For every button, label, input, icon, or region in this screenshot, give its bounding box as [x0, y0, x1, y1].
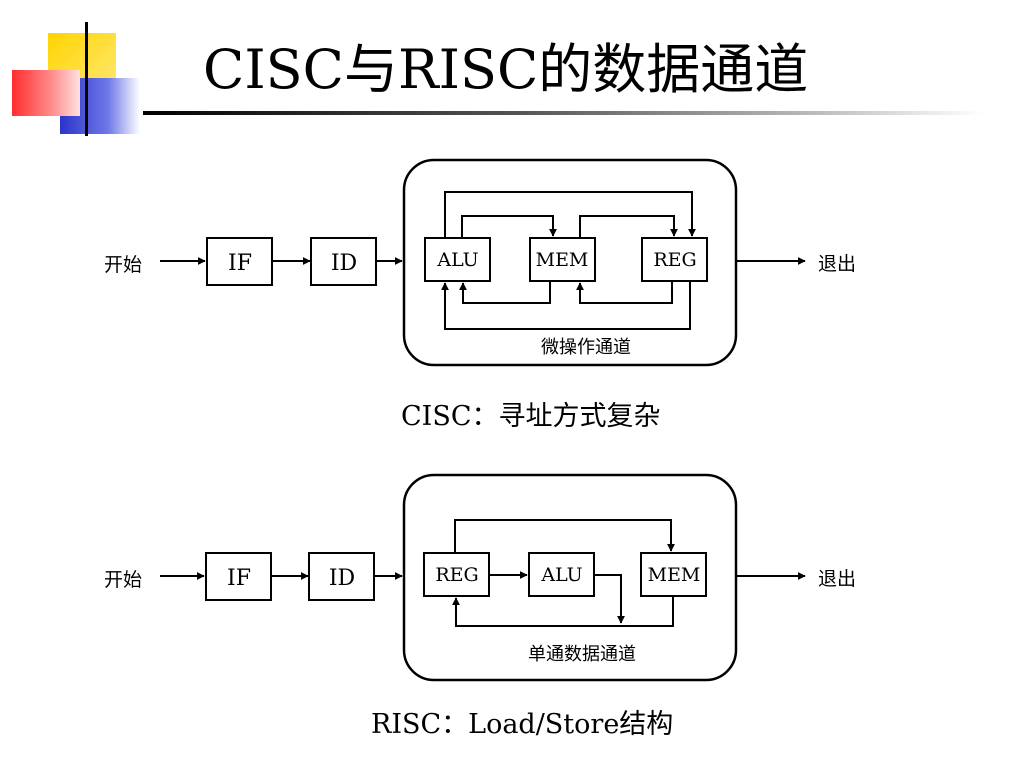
cisc-caption: CISC：寻址方式复杂 — [401, 401, 660, 432]
cisc-diagram — [160, 158, 806, 367]
cisc-mem-to-alu-arrow — [459, 281, 551, 304]
cisc-if-label: IF — [228, 251, 252, 276]
risc-if-label: IF — [227, 566, 251, 591]
cisc-reg-box — [641, 237, 708, 282]
risc-mem-label: MEM — [648, 564, 701, 586]
risc-exit-label: 退出 — [818, 568, 856, 590]
cisc-labels: 开始 IF ID ALU MEM REG 微操作通道 退出 CISC：寻址方式复… — [104, 249, 856, 432]
risc-reg-to-mem-arrow — [454, 519, 675, 553]
cisc-exit-label: 退出 — [818, 253, 856, 275]
cisc-reg-label: REG — [653, 249, 696, 271]
title-divider — [143, 111, 983, 115]
cisc-alu-to-reg-arrow — [444, 191, 696, 238]
cisc-id-label: ID — [331, 251, 357, 276]
cisc-alu-box — [424, 237, 491, 282]
risc-id-label: ID — [329, 566, 355, 591]
cisc-mem-to-reg-arrow — [579, 215, 678, 238]
risc-mem-to-reg-arrow — [452, 596, 674, 627]
cisc-datapath-label: 微操作通道 — [541, 337, 631, 358]
risc-reg-label: REG — [435, 564, 478, 586]
cisc-reg-to-alu-arrow — [441, 281, 691, 330]
cisc-datapath-container — [402, 158, 738, 367]
risc-datapath-container — [402, 473, 738, 682]
risc-datapath-label: 单通数据通道 — [528, 644, 636, 665]
cisc-mem-box — [529, 237, 596, 282]
risc-diagram — [160, 473, 806, 682]
decor-vertical-line — [85, 22, 88, 136]
cisc-start-label: 开始 — [104, 254, 142, 276]
cisc-mem-label: MEM — [536, 249, 589, 271]
slide-title: CISC与RISC的数据通道 — [203, 38, 809, 101]
risc-alu-out-arrow — [594, 574, 625, 624]
cisc-alu-to-mem-arrow — [461, 215, 557, 238]
risc-start-label: 开始 — [104, 569, 142, 591]
risc-caption: RISC：Load/Store结构 — [371, 709, 673, 740]
decor-red-square — [12, 70, 80, 116]
risc-labels: 开始 IF ID REG ALU MEM 单通数据通道 退出 RISC：Load… — [104, 564, 856, 740]
cisc-alu-label: ALU — [436, 249, 478, 271]
risc-alu-label: ALU — [540, 564, 582, 586]
cisc-reg-to-mem-arrow — [576, 281, 673, 304]
